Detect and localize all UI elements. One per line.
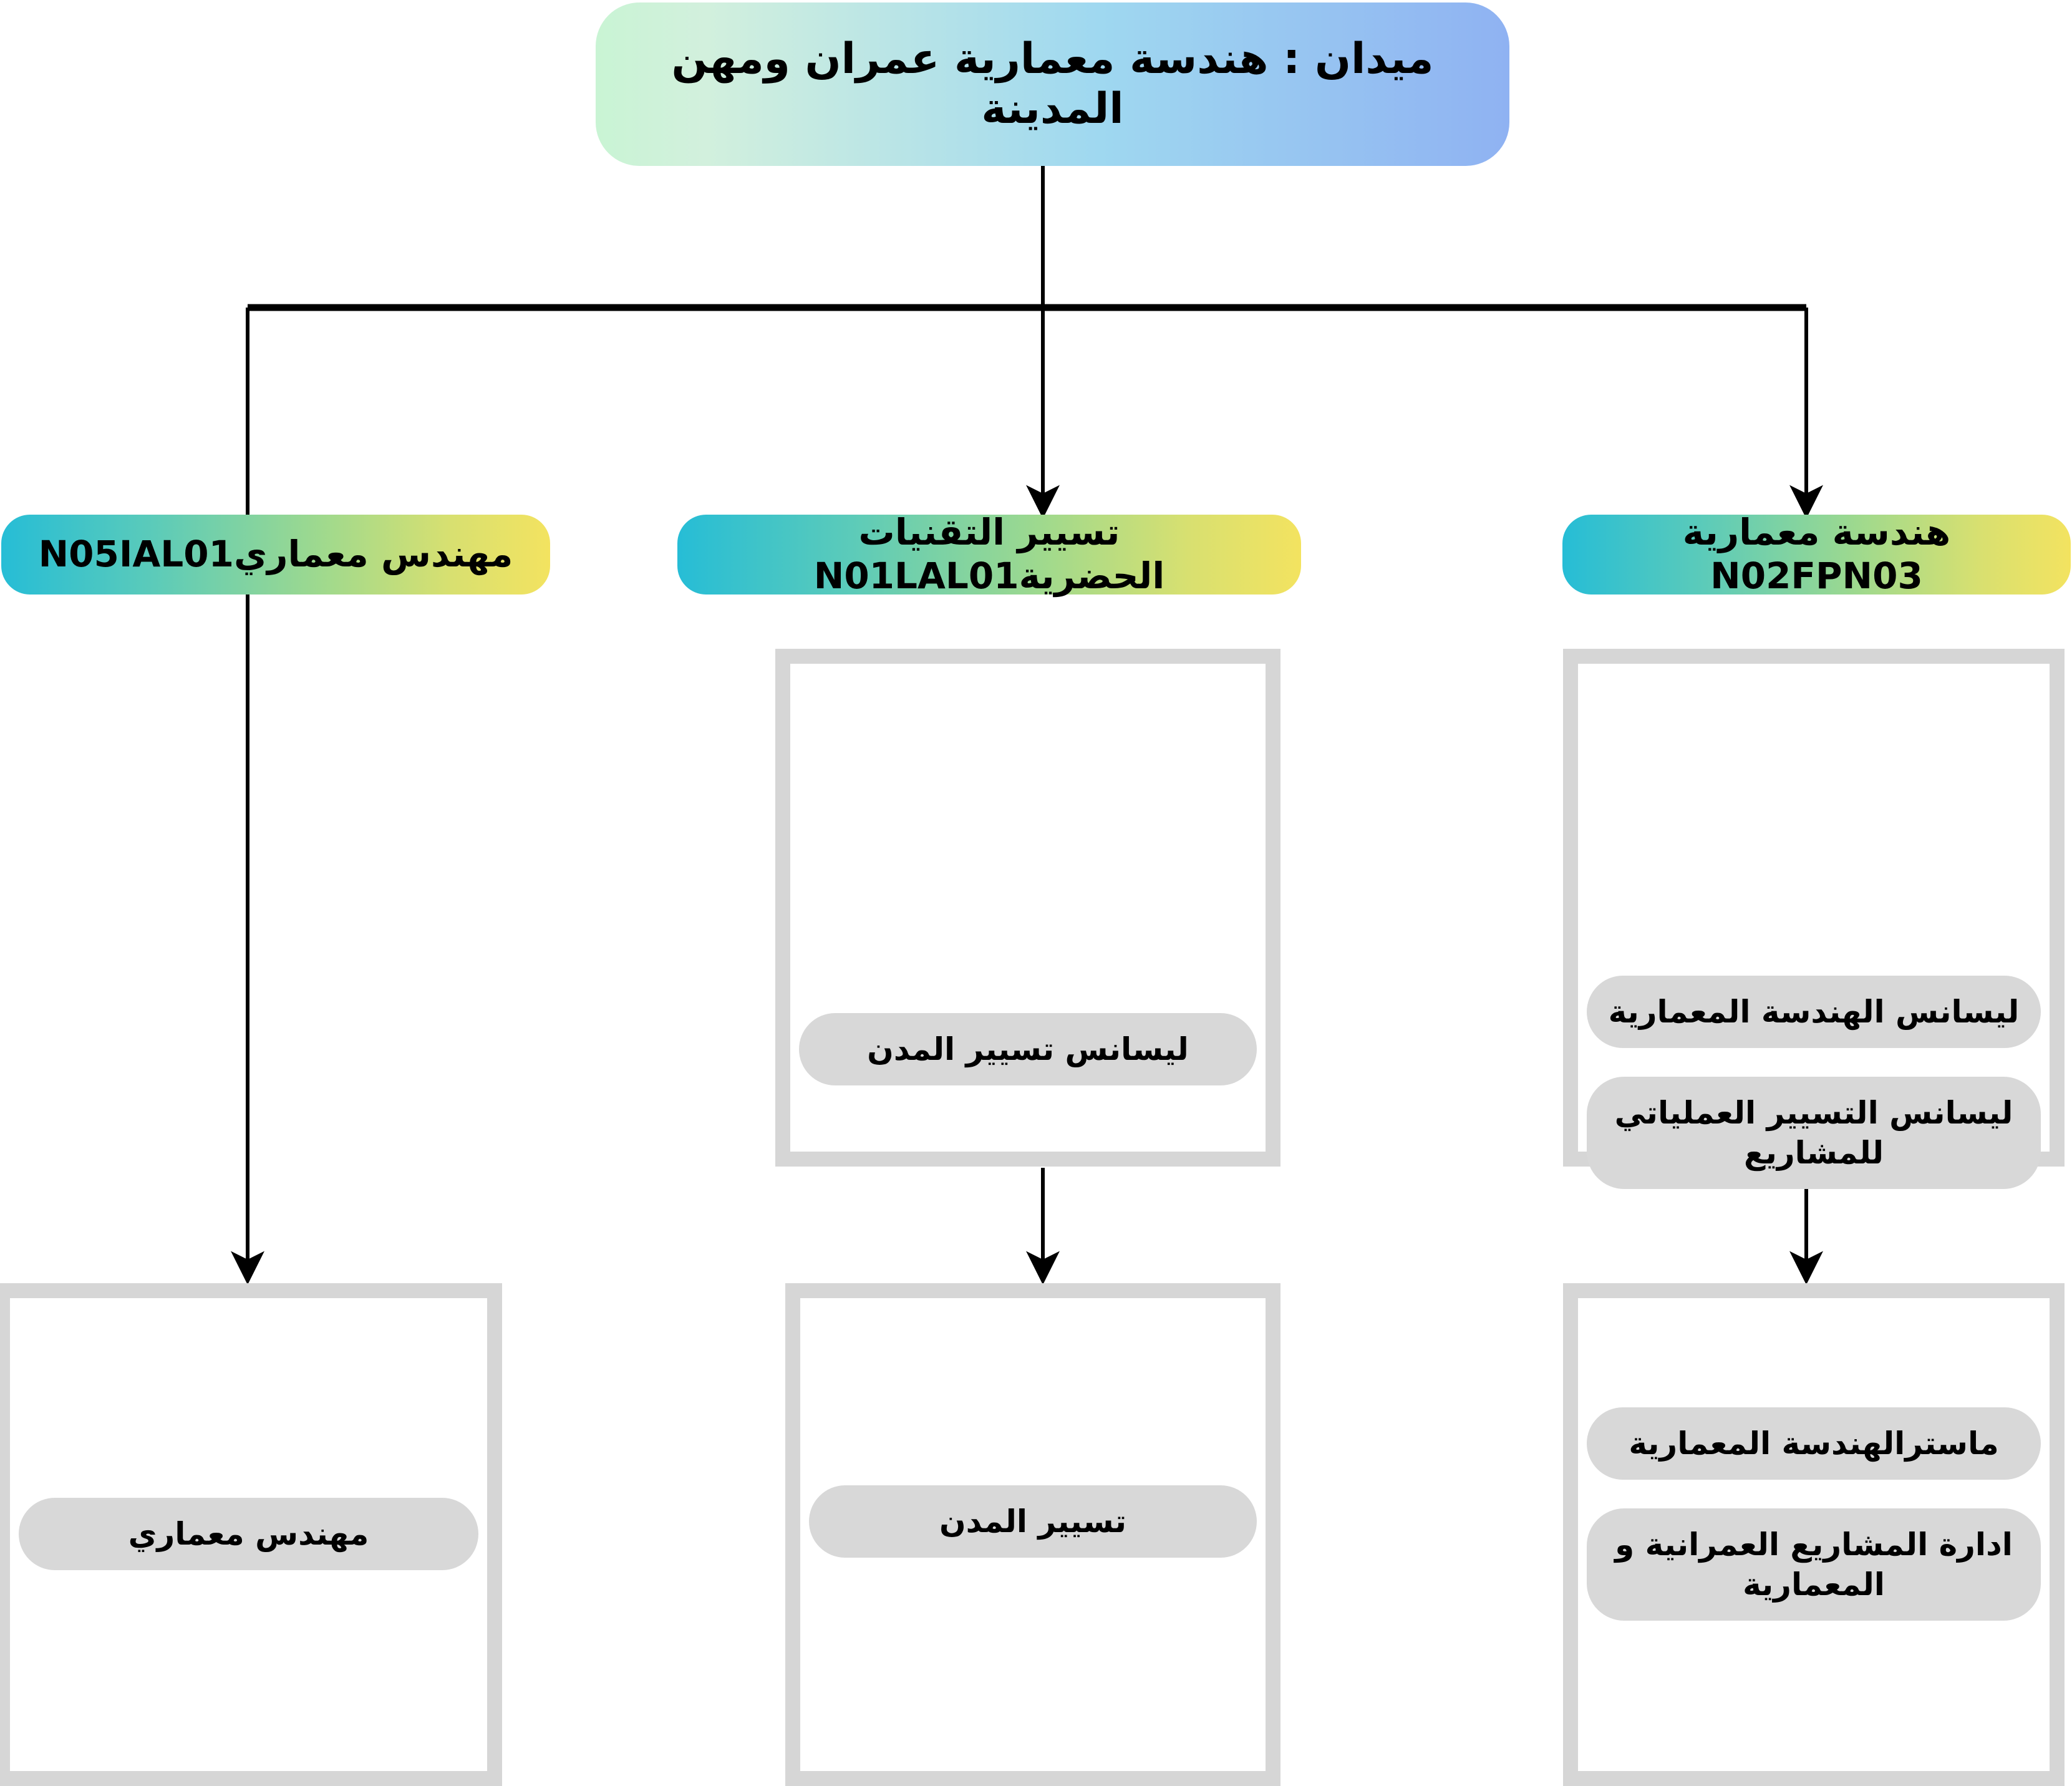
outcome-list-architecture: ماسترالهندسة المعمارية ادارة المشاريع ال… [1578, 1407, 2050, 1621]
licence-container-urban-techniques: ليسانس تسيير المدن [775, 649, 1280, 1167]
licence-item[interactable]: ليسانس تسيير المدن [799, 1013, 1257, 1085]
outcome-item[interactable]: ماسترالهندسة المعمارية [1587, 1407, 2041, 1480]
branch-node-architecture[interactable]: هندسة معمارية N02FPN03 [1562, 511, 2071, 597]
outcome-list-urban-techniques: تسيير المدن [800, 1485, 1266, 1558]
licence-container-architecture: ليسانس الهندسة المعمارية ليسانس التسيير … [1563, 649, 2065, 1189]
branch-node-architect[interactable]: مهندس معماريN05IAL01 [1, 515, 550, 595]
branch-node-urban-techniques[interactable]: تسيير التقنيات الحضريةN01LAL01 [677, 511, 1301, 597]
branch-node-label: تسيير التقنيات الحضريةN01LAL01 [813, 511, 1165, 597]
branch-node-label: هندسة معمارية N02FPN03 [1682, 511, 1951, 597]
outcome-item[interactable]: ادارة المشاريع العمرانية و المعمارية [1587, 1508, 2041, 1621]
outcome-container-architect: مهندس معماري [0, 1283, 502, 1786]
outcome-item[interactable]: تسيير المدن [809, 1485, 1257, 1558]
licence-item[interactable]: ليسانس التسيير العملياتي للمشاريع [1587, 1077, 2041, 1189]
licence-list-urban-techniques: ليسانس تسيير المدن [790, 1013, 1266, 1085]
outcome-container-urban-techniques: تسيير المدن [785, 1283, 1280, 1786]
root-node-field-title[interactable]: ميدان : هندسة معمارية عمران ومهن المدينة [596, 2, 1509, 166]
root-node-label: ميدان : هندسة معمارية عمران ومهن المدينة [671, 34, 1434, 133]
outcome-item[interactable]: مهندس معماري [19, 1498, 478, 1570]
outcome-container-architecture: ماسترالهندسة المعمارية ادارة المشاريع ال… [1563, 1283, 2065, 1786]
licence-list-architecture: ليسانس الهندسة المعمارية ليسانس التسيير … [1578, 976, 2050, 1189]
licence-item[interactable]: ليسانس الهندسة المعمارية [1587, 976, 2041, 1048]
branch-node-label: مهندس معماريN05IAL01 [38, 533, 513, 576]
outcome-list-architect: مهندس معماري [10, 1498, 487, 1570]
